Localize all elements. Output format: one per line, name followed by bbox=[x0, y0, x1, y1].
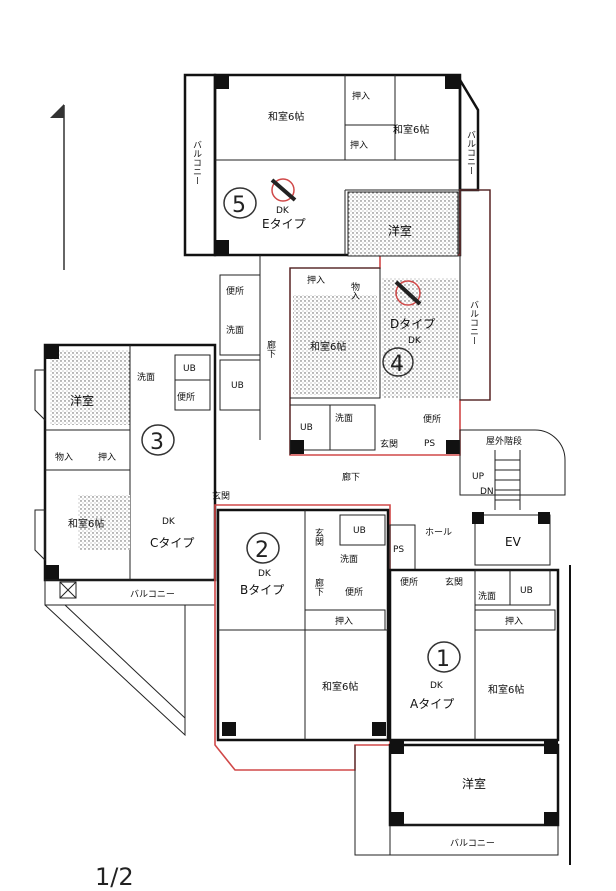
b-rouka: 廊下 bbox=[313, 577, 324, 597]
stairs-dn: DN bbox=[480, 487, 494, 497]
marker-d: 4 bbox=[390, 352, 404, 377]
d-ub: UB bbox=[300, 423, 313, 433]
a-yoshitsu: 洋室 bbox=[462, 776, 486, 791]
e-dk: DK bbox=[276, 206, 290, 216]
core-ps: PS bbox=[393, 545, 404, 555]
unit-a bbox=[388, 565, 571, 865]
b-oshiire: 押入 bbox=[335, 615, 353, 627]
e-washitsu-left: 和室6帖 bbox=[268, 110, 304, 123]
marker-b: 2 bbox=[255, 538, 269, 563]
c-balcony: バルコニー bbox=[130, 589, 175, 600]
c-benjo: 便所 bbox=[177, 391, 195, 403]
stairs-up: UP bbox=[472, 472, 485, 482]
a-senmen: 洗面 bbox=[478, 590, 496, 602]
stairs-label: 屋外階段 bbox=[486, 435, 522, 447]
d-genkan: 玄関 bbox=[380, 438, 398, 450]
c-genkan: 玄関 bbox=[212, 490, 230, 502]
c-washitsu: 和室6帖 bbox=[68, 517, 104, 530]
b-type-label: Bタイプ bbox=[240, 583, 284, 597]
d-oshiire: 押入 bbox=[307, 274, 325, 286]
b-genkan: 玄関 bbox=[313, 527, 324, 547]
middle-rouka: 廊下 bbox=[342, 471, 360, 483]
d-balcony: バルコニー bbox=[468, 300, 479, 345]
footer-note: 1/2 bbox=[95, 863, 134, 891]
unit-d bbox=[289, 189, 491, 456]
unit-b bbox=[214, 504, 391, 856]
d-dk: DK bbox=[408, 336, 422, 346]
unit-c bbox=[34, 343, 217, 606]
e-balcony-right: バルコニー bbox=[465, 130, 476, 175]
marker-d-red-icon bbox=[394, 280, 422, 306]
marker-a-icon: 1 bbox=[427, 641, 461, 673]
c-senmen: 洗面 bbox=[137, 371, 155, 383]
a-ub: UB bbox=[520, 586, 533, 596]
corridor-senmen: 洗面 bbox=[226, 324, 244, 336]
c-yoshitsu: 洋室 bbox=[70, 393, 94, 408]
a-dk: DK bbox=[430, 681, 444, 691]
a-balcony: バルコニー bbox=[450, 838, 495, 849]
a-oshiire: 押入 bbox=[505, 615, 523, 627]
e-oshiire-mid: 押入 bbox=[350, 139, 368, 151]
d-washitsu: 和室6帖 bbox=[310, 340, 346, 353]
b-ub: UB bbox=[353, 526, 366, 536]
d-senmen: 洗面 bbox=[335, 412, 353, 424]
d-yoshitsu: 洋室 bbox=[388, 223, 412, 238]
c-oshiire: 押入 bbox=[98, 451, 116, 463]
corridor-ub: UB bbox=[231, 381, 244, 391]
c-dk: DK bbox=[162, 517, 176, 527]
marker-c-icon: 3 bbox=[141, 424, 175, 456]
c-monoire: 物入 bbox=[55, 451, 73, 463]
a-type-label: Aタイプ bbox=[410, 697, 454, 711]
d-type-label: Dタイプ bbox=[390, 317, 435, 331]
marker-a: 1 bbox=[436, 647, 450, 672]
d-monoire: 物入 bbox=[349, 281, 360, 300]
c-type-label: Cタイプ bbox=[150, 536, 194, 550]
d-benjo: 便所 bbox=[423, 413, 441, 425]
unit-e bbox=[183, 73, 480, 257]
a-benjo: 便所 bbox=[400, 576, 418, 588]
marker-b-icon: 2 bbox=[246, 532, 280, 564]
marker-c: 3 bbox=[150, 430, 164, 455]
north-arrow-icon bbox=[50, 104, 65, 270]
marker-e-icon: 5 bbox=[223, 187, 257, 219]
ev-label: EV bbox=[505, 535, 522, 549]
marker-e: 5 bbox=[232, 193, 246, 218]
b-senmen: 洗面 bbox=[340, 553, 358, 565]
e-oshiire-top: 押入 bbox=[352, 90, 370, 102]
marker-d-icon: 4 bbox=[382, 347, 414, 377]
b-dk: DK bbox=[258, 569, 272, 579]
a-washitsu: 和室6帖 bbox=[488, 683, 524, 696]
c-diagonal-wall bbox=[44, 581, 186, 737]
core bbox=[389, 429, 566, 571]
marker-e-red-icon bbox=[270, 178, 297, 202]
e-balcony-left: バルコニー bbox=[191, 140, 202, 185]
c-ub: UB bbox=[183, 364, 196, 374]
upper-rouka: 廊下 bbox=[265, 339, 276, 359]
d-ps: PS bbox=[424, 439, 435, 449]
b-washitsu: 和室6帖 bbox=[322, 680, 358, 693]
e-type-label: Eタイプ bbox=[262, 217, 306, 231]
hall-label: ホール bbox=[425, 527, 452, 538]
corridor-benjo: 便所 bbox=[226, 285, 244, 297]
upper-corridor bbox=[219, 255, 291, 455]
e-washitsu-right: 和室6帖 bbox=[393, 123, 429, 136]
a-genkan: 玄関 bbox=[445, 576, 463, 588]
b-benjo: 便所 bbox=[345, 586, 363, 598]
